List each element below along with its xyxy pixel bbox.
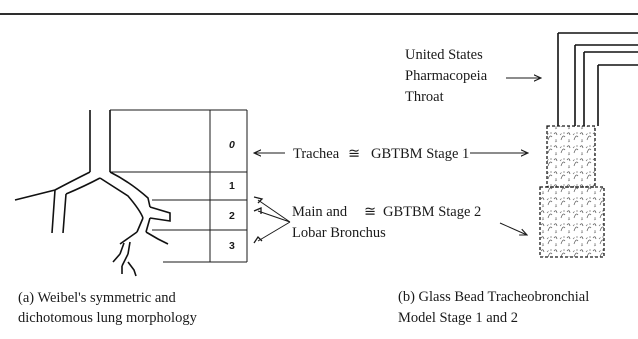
usp-throat-tube: [557, 32, 638, 126]
bronchus-arrowhead-2: [253, 207, 262, 214]
weibel-caption-line-1: (a) Weibel's symmetric and: [18, 290, 177, 306]
gbtbm-caption-line-1: (b) Glass Bead Tracheobronchial: [398, 289, 589, 305]
stage1-label: GBTBM Stage 1: [371, 146, 469, 162]
approx-symbol-2: ≅: [364, 204, 376, 220]
gbtbm-caption-line-2: Model Stage 1 and 2: [398, 310, 518, 326]
gbtbm-caption: (b) Glass Bead Tracheobronchial Model St…: [398, 289, 589, 326]
weibel-caption-line-2: dichotomous lung morphology: [18, 310, 198, 326]
usp-label-line-3: Throat: [405, 89, 444, 105]
bronchus-arrowhead-1: [253, 196, 264, 204]
bronchus-left-arrows: [257, 199, 291, 242]
right-lobar-branches: [136, 206, 171, 233]
usp-label-line-2: Pharmacopeia: [405, 68, 488, 84]
segmental-branches: [112, 231, 169, 277]
trachea-airway: [89, 110, 111, 172]
usp-label-line-1: United States: [405, 47, 483, 63]
stage2-cylinder: [539, 186, 605, 258]
generation-2-label: 2: [229, 210, 235, 222]
weibel-caption: (a) Weibel's symmetric and dichotomous l…: [18, 290, 198, 326]
trachea-label: Trachea: [293, 146, 340, 162]
right-main-bronchus: [99, 171, 151, 219]
lobar-bronchus-label: Lobar Bronchus: [292, 225, 386, 241]
bronchus-stage2-label: Main and ≅ GBTBM Stage 2 Lobar Bronchus: [253, 196, 527, 244]
approx-symbol-1: ≅: [348, 146, 360, 162]
weibel-generation-table: 0 1 2 3: [110, 109, 248, 263]
gbtbm-model: [539, 32, 638, 258]
generation-0-label: 0: [229, 139, 235, 151]
bronchus-arrowhead-3: [253, 235, 263, 244]
usp-throat-label: United States Pharmacopeia Throat: [405, 47, 541, 105]
left-main-bronchus: [14, 171, 101, 234]
weibel-airway-tree: [14, 110, 171, 277]
generation-3-label: 3: [229, 240, 235, 252]
main-and-label: Main and: [292, 204, 348, 220]
generation-1-label: 1: [229, 180, 235, 192]
stage2-arrow: [499, 222, 527, 235]
trachea-stage1-label: Trachea ≅ GBTBM Stage 1: [254, 146, 528, 162]
stage2-label: GBTBM Stage 2: [383, 204, 481, 220]
stage1-cylinder: [546, 125, 596, 188]
